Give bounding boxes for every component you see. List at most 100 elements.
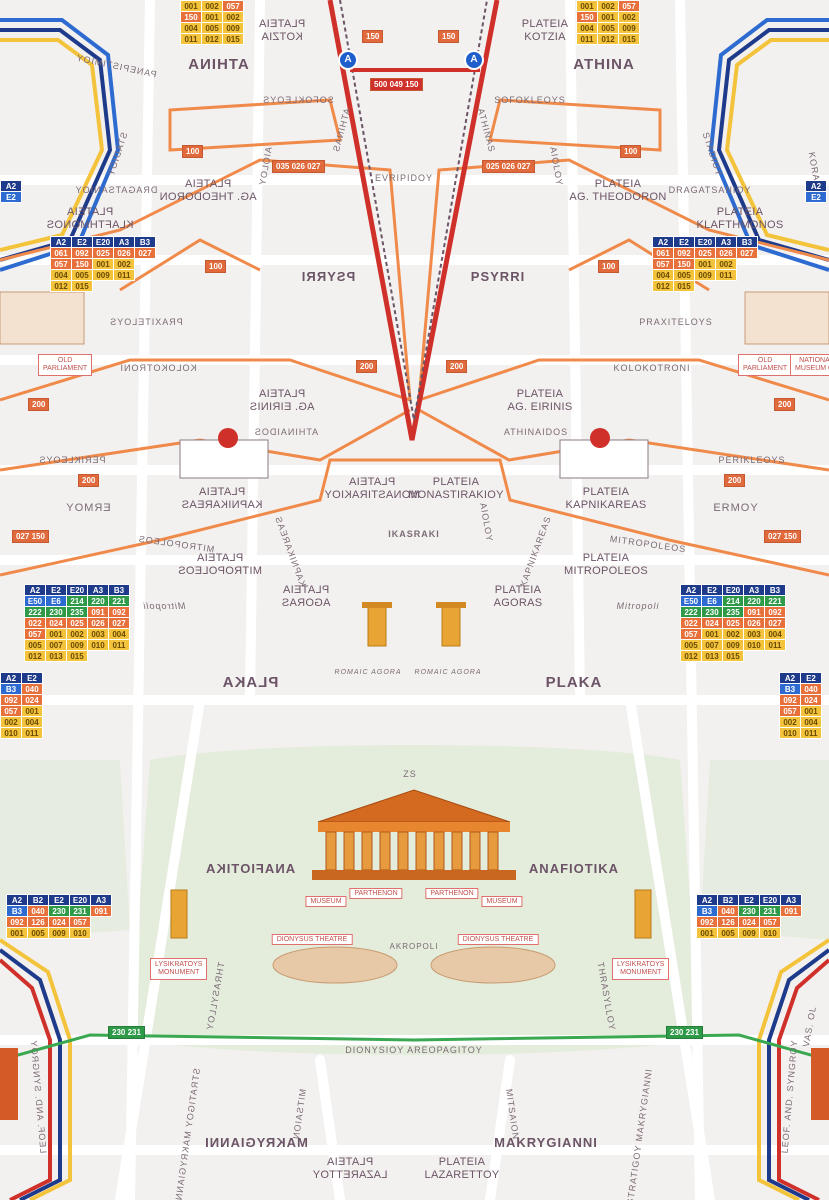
- route-code[interactable]: 011: [113, 269, 135, 281]
- route-code[interactable]: 001: [92, 258, 114, 270]
- route-code[interactable]: A2: [696, 894, 718, 906]
- route-code[interactable]: 024: [45, 617, 67, 629]
- route-code[interactable]: A3: [90, 894, 112, 906]
- route-code[interactable]: 091: [90, 905, 112, 917]
- route-code[interactable]: 005: [717, 927, 739, 939]
- route-tag-right-mid[interactable]: 027 150: [764, 530, 801, 543]
- route-code[interactable]: A2: [24, 584, 46, 596]
- route-code[interactable]: 150: [673, 258, 695, 270]
- route-code[interactable]: 057: [24, 628, 46, 640]
- route-code[interactable]: A3: [780, 894, 802, 906]
- route-code[interactable]: 005: [597, 22, 619, 34]
- route-code[interactable]: 005: [71, 269, 93, 281]
- route-code[interactable]: 004: [108, 628, 130, 640]
- route-code[interactable]: 004: [652, 269, 674, 281]
- route-tag-100b-mirror[interactable]: 100: [598, 260, 620, 273]
- route-code[interactable]: E50: [24, 595, 46, 607]
- route-code[interactable]: 004: [21, 716, 43, 728]
- route-code[interactable]: 002: [222, 11, 244, 23]
- route-code[interactable]: 025: [722, 617, 744, 629]
- route-code[interactable]: 009: [66, 639, 88, 651]
- route-code[interactable]: 222: [24, 606, 46, 618]
- route-code[interactable]: 015: [66, 650, 88, 662]
- route-code[interactable]: 024: [21, 694, 43, 706]
- metro-station-icon-2[interactable]: A: [464, 50, 484, 70]
- route-code[interactable]: 025: [66, 617, 88, 629]
- route-code[interactable]: A2: [652, 236, 674, 248]
- route-code[interactable]: 002: [201, 0, 223, 12]
- route-code[interactable]: 091: [87, 606, 109, 618]
- route-code[interactable]: E2: [48, 894, 70, 906]
- route-code[interactable]: A2: [0, 180, 22, 192]
- route-code[interactable]: 220: [87, 595, 109, 607]
- route-code[interactable]: B3: [6, 905, 28, 917]
- route-code[interactable]: 012: [652, 280, 674, 292]
- route-code[interactable]: 222: [680, 606, 702, 618]
- route-tag-top[interactable]: 500 049 150: [370, 78, 423, 91]
- route-tag-100b[interactable]: 100: [205, 260, 227, 273]
- route-code[interactable]: 214: [66, 595, 88, 607]
- route-tag-230-right[interactable]: 230 231: [666, 1026, 703, 1039]
- route-code[interactable]: 009: [738, 927, 760, 939]
- route-code[interactable]: E50: [680, 595, 702, 607]
- route-code[interactable]: 012: [201, 33, 223, 45]
- route-code[interactable]: 040: [717, 905, 739, 917]
- route-code[interactable]: 061: [652, 247, 674, 259]
- route-code[interactable]: 057: [759, 916, 781, 928]
- route-tag-150-mirror[interactable]: 150: [438, 30, 460, 43]
- route-code[interactable]: 005: [680, 639, 702, 651]
- route-code[interactable]: E20: [722, 584, 744, 596]
- route-code[interactable]: 057: [652, 258, 674, 270]
- route-code[interactable]: E2: [738, 894, 760, 906]
- route-code[interactable]: 005: [27, 927, 49, 939]
- route-code[interactable]: 001: [201, 11, 223, 23]
- route-code[interactable]: 092: [779, 694, 801, 706]
- route-code[interactable]: 235: [66, 606, 88, 618]
- route-code[interactable]: 002: [113, 258, 135, 270]
- route-code[interactable]: 040: [800, 683, 822, 695]
- route-code[interactable]: E20: [92, 236, 114, 248]
- route-code[interactable]: 026: [743, 617, 765, 629]
- route-code[interactable]: E2: [673, 236, 695, 248]
- route-code[interactable]: 007: [701, 639, 723, 651]
- route-code[interactable]: E2: [21, 672, 43, 684]
- route-code[interactable]: 057: [0, 705, 22, 717]
- route-code[interactable]: 057: [50, 258, 72, 270]
- route-tag-100-mirror[interactable]: 100: [620, 145, 642, 158]
- route-code[interactable]: 001: [800, 705, 822, 717]
- route-tag-200-mirror[interactable]: 200: [446, 360, 468, 373]
- route-code[interactable]: E2: [701, 584, 723, 596]
- route-code[interactable]: 009: [92, 269, 114, 281]
- route-code[interactable]: 011: [21, 727, 43, 739]
- route-code[interactable]: 004: [50, 269, 72, 281]
- route-code[interactable]: 126: [27, 916, 49, 928]
- route-code[interactable]: 040: [21, 683, 43, 695]
- route-code[interactable]: B3: [736, 236, 758, 248]
- route-code[interactable]: E6: [45, 595, 67, 607]
- route-code[interactable]: 126: [717, 916, 739, 928]
- route-code[interactable]: 001: [6, 927, 28, 939]
- route-code[interactable]: 092: [108, 606, 130, 618]
- route-tag-150[interactable]: 150: [362, 30, 384, 43]
- route-code[interactable]: 001: [45, 628, 67, 640]
- route-code[interactable]: 001: [701, 628, 723, 640]
- route-code[interactable]: 015: [71, 280, 93, 292]
- route-code[interactable]: 012: [597, 33, 619, 45]
- route-code[interactable]: 012: [24, 650, 46, 662]
- route-code[interactable]: 026: [113, 247, 135, 259]
- route-code[interactable]: 001: [694, 258, 716, 270]
- route-code[interactable]: 024: [48, 916, 70, 928]
- route-code[interactable]: E20: [759, 894, 781, 906]
- route-code[interactable]: 010: [759, 927, 781, 939]
- route-code[interactable]: 235: [722, 606, 744, 618]
- route-code[interactable]: 092: [696, 916, 718, 928]
- route-code[interactable]: 013: [45, 650, 67, 662]
- route-code[interactable]: 002: [0, 716, 22, 728]
- route-code[interactable]: 027: [108, 617, 130, 629]
- route-code[interactable]: A3: [87, 584, 109, 596]
